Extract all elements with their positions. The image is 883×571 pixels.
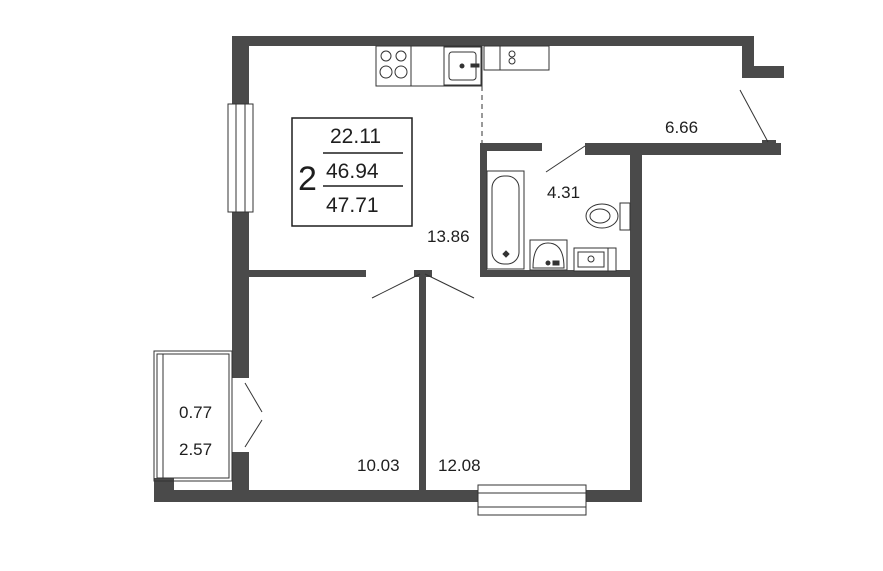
wall-left-mid — [232, 210, 249, 378]
label-hallway: 6.66 — [665, 118, 698, 137]
wall-hall-end — [762, 140, 776, 155]
label-bathroom: 4.31 — [547, 183, 580, 202]
wall-partition-cap — [414, 270, 432, 277]
window-bottom — [477, 484, 587, 516]
walls — [154, 36, 784, 502]
wall-top-right-notch — [754, 66, 784, 78]
kitchen-counter — [375, 45, 550, 87]
total-area: 46.94 — [326, 160, 379, 183]
room-labels: 13.86 4.31 6.66 10.03 12.08 0.77 2.57 — [179, 118, 698, 475]
door-bedroom-right — [424, 273, 475, 299]
door-balcony-lower — [244, 419, 263, 448]
wall-right — [630, 145, 642, 502]
label-balcony-reduced: 0.77 — [179, 403, 212, 422]
label-bedroom-left: 10.03 — [357, 456, 400, 475]
window-left — [227, 103, 254, 213]
wall-balcony-corner — [154, 478, 174, 502]
wall-bottom-right — [585, 490, 640, 502]
stove — [375, 45, 412, 87]
door-entrance — [739, 89, 769, 143]
label-kitchen-living: 13.86 — [427, 227, 470, 246]
total-with-balcony: 47.71 — [326, 194, 379, 217]
wall-partition-horizontal — [249, 270, 366, 277]
wall-top-right-stub — [742, 36, 754, 78]
wall-bottom-left — [154, 490, 480, 502]
burner-4 — [394, 65, 408, 79]
wall-bath-left — [480, 143, 487, 277]
doors — [244, 86, 769, 448]
balcony — [153, 350, 233, 482]
wall-partition-vertical — [419, 272, 426, 494]
door-bedroom-left — [371, 273, 421, 299]
door-balcony-upper — [244, 382, 263, 413]
summary-frame — [291, 117, 413, 227]
burner-2 — [395, 50, 407, 62]
living-area: 22.11 — [330, 125, 381, 148]
fridge — [483, 45, 550, 71]
wall-bath-bottom — [480, 270, 632, 277]
burner-3 — [379, 65, 393, 79]
room-count: 2 — [298, 160, 317, 198]
door-bathroom — [545, 145, 586, 173]
wall-left-upper — [232, 36, 249, 106]
wall-hall-bottom — [585, 143, 781, 155]
area-summary: 2 22.11 46.94 47.71 — [291, 117, 413, 227]
wall-left-lower — [232, 452, 249, 498]
burner-1 — [380, 50, 392, 62]
wall-bath-top-left — [480, 143, 542, 151]
label-bedroom-right: 12.08 — [438, 456, 481, 475]
label-balcony-full: 2.57 — [179, 440, 212, 459]
toilet-tank — [619, 202, 631, 231]
bathroom-fixtures — [486, 170, 631, 272]
wall-top — [232, 36, 752, 46]
